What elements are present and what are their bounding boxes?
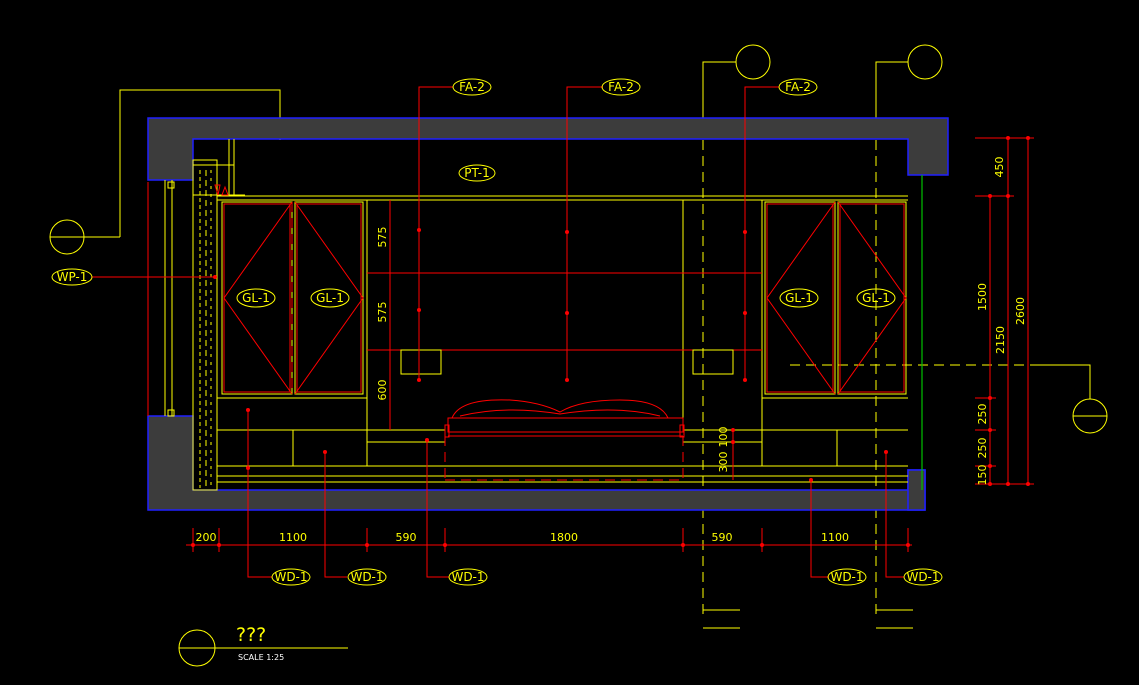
wall-right-lower [907,469,926,511]
dim-bed-1: 300 [717,452,730,473]
dim-bottom-3: 1800 [550,531,578,544]
curtain-left [147,139,245,491]
tag-wd-4: WD-1 [827,568,867,586]
section-marker-top-1 [702,44,771,629]
dimension-left-vertical: 575 575 600 [376,200,391,430]
dim-left-1: 575 [376,302,389,323]
dimension-right: 450 1500 250 250 150 2150 2600 [975,136,1034,486]
dim-bottom-4: 590 [712,531,733,544]
tag-wd-2: WD-1 [347,568,387,586]
dim-left-2: 600 [376,380,389,401]
dim-right-mid: 2150 [994,326,1007,354]
bed [444,399,685,481]
tag-fa-right: FA-2 [778,78,818,96]
tag-wd-1-label: WD-1 [274,570,307,584]
dim-bottom-2: 590 [396,531,417,544]
tag-fa-center-label: FA-2 [608,80,634,94]
dim-right-3: 250 [976,438,989,459]
drawing-title: ??? [236,624,266,646]
tag-wp-label: WP-1 [57,270,88,284]
leaders [92,86,904,578]
tag-gl-1: GL-1 [236,288,276,308]
dim-right-2: 250 [976,404,989,425]
section-marker-top-2 [875,44,943,629]
tag-gl-4-label: GL-1 [862,291,890,305]
tag-wd-5-label: WD-1 [906,570,939,584]
wall-lamp-right [692,349,734,375]
tag-wd-3: WD-1 [448,568,488,586]
tag-gl-2-label: GL-1 [316,291,344,305]
dimension-bed: 100 300 [717,427,735,480]
dim-bottom-5: 1100 [821,531,849,544]
tag-wd-1: WD-1 [271,568,311,586]
dim-bottom-0: 200 [196,531,217,544]
tag-pt: PT-1 [458,164,496,182]
dim-right-1: 1500 [976,283,989,311]
dim-left-0: 575 [376,227,389,248]
section-marker-left [49,89,281,255]
tag-fa-right-label: FA-2 [785,80,811,94]
dim-right-0: 450 [993,157,1006,178]
drawing-scale: SCALE 1:25 [238,653,284,662]
dim-right-outer: 2600 [1014,297,1027,325]
room-wall [147,117,949,181]
dim-right-4: 150 [976,465,989,486]
dimension-bottom: 200 1100 590 1800 590 1100 [186,528,912,552]
tag-wd-3-label: WD-1 [451,570,484,584]
tag-wd-5: WD-1 [903,568,943,586]
title-block: ??? SCALE 1:25 [178,624,348,667]
tag-gl-4: GL-1 [856,288,896,308]
wardrobe-left [221,201,364,395]
dim-bed-0: 100 [717,427,730,448]
tag-pt-label: PT-1 [464,166,489,180]
wardrobe-right [764,201,907,395]
tag-fa-center: FA-2 [601,78,641,96]
tag-gl-3-label: GL-1 [785,291,813,305]
tag-wd-2-label: WD-1 [350,570,383,584]
wall-lamp-left [400,349,442,375]
tag-gl-2: GL-1 [310,288,350,308]
tag-fa-left-label: FA-2 [459,80,485,94]
tag-gl-1-label: GL-1 [242,291,270,305]
dim-bottom-1: 1100 [279,531,307,544]
tag-gl-3: GL-1 [779,288,819,308]
tag-fa-left: FA-2 [452,78,492,96]
tag-wp: WP-1 [51,268,93,286]
tag-wd-4-label: WD-1 [830,570,863,584]
